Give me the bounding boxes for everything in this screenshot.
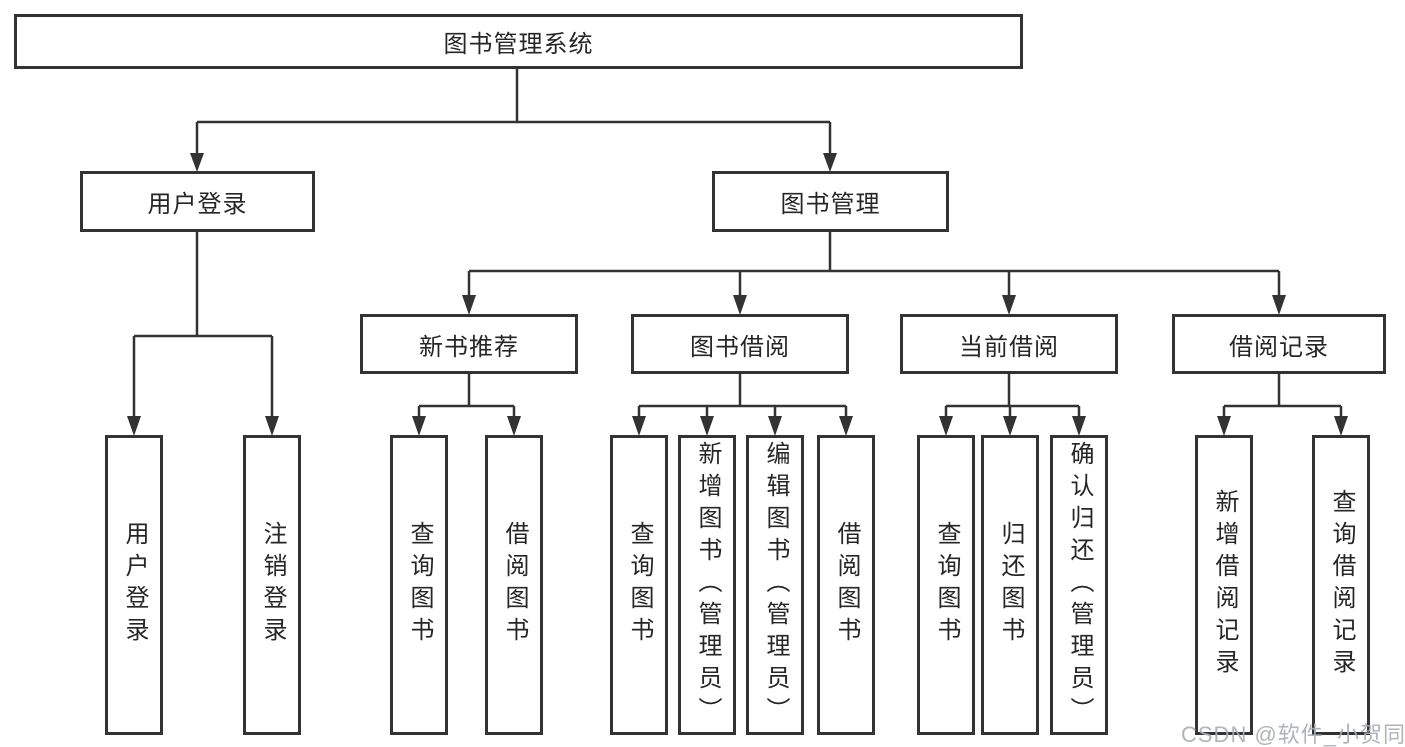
node-borrow-records-label: 借阅记录 <box>1229 333 1329 361</box>
node-root-label: 图书管理系统 <box>443 31 594 58</box>
edge-book-borrow-children <box>637 374 848 419</box>
node-current-borrow-label: 当前借阅 <box>959 333 1059 361</box>
edge-borrow-records-children <box>1222 374 1343 419</box>
leaf-nbr-query-book: 查询图书 <box>390 435 448 735</box>
leaf-logout-label: 注销登录 <box>259 521 286 649</box>
edge-book-management-children <box>467 232 1281 298</box>
leaf-cb-return-book-label: 归还图书 <box>997 521 1024 649</box>
node-book-borrow: 图书借阅 <box>631 314 849 374</box>
leaf-bb-query-book-label: 查询图书 <box>626 521 653 649</box>
leaf-bb-edit-book-admin: 编辑图书（管理员） <box>746 435 804 735</box>
node-current-borrow: 当前借阅 <box>900 314 1118 374</box>
edge-new-book-recommend-children <box>417 374 516 419</box>
leaf-cb-confirm-return-admin-label: 确认归还（管理员） <box>1066 441 1093 729</box>
leaf-logout: 注销登录 <box>243 435 301 735</box>
arrowheads <box>127 153 1348 436</box>
leaf-user-login: 用户登录 <box>105 435 163 735</box>
leaf-bb-edit-book-admin-label: 编辑图书（管理员） <box>762 441 789 729</box>
leaf-nbr-borrow-book-label: 借阅图书 <box>501 521 528 649</box>
node-new-book-recommend: 新书推荐 <box>360 314 578 374</box>
node-root: 图书管理系统 <box>14 14 1023 69</box>
csdn-watermark: CSDN @软件_小贺同学 <box>1181 722 1405 747</box>
leaf-user-login-label: 用户登录 <box>121 521 148 649</box>
leaf-br-add-record-label: 新增借阅记录 <box>1211 489 1238 681</box>
leaf-bb-borrow-book: 借阅图书 <box>817 435 875 735</box>
leaf-bb-borrow-book-label: 借阅图书 <box>833 521 860 649</box>
leaf-cb-confirm-return-admin: 确认归还（管理员） <box>1050 435 1108 735</box>
edge-current-borrow-children <box>944 374 1081 419</box>
node-user-login: 用户登录 <box>80 171 315 232</box>
leaf-cb-query-book: 查询图书 <box>917 435 975 735</box>
node-book-management-label: 图书管理 <box>780 191 881 218</box>
leaf-bb-add-book-admin: 新增图书（管理员） <box>678 435 736 735</box>
leaf-nbr-borrow-book: 借阅图书 <box>485 435 543 735</box>
leaf-cb-query-book-label: 查询图书 <box>933 521 960 649</box>
node-borrow-records: 借阅记录 <box>1172 314 1386 374</box>
node-book-management: 图书管理 <box>712 171 949 232</box>
node-book-borrow-label: 图书借阅 <box>690 333 790 361</box>
leaf-nbr-query-book-label: 查询图书 <box>406 521 433 649</box>
leaf-br-query-record-label: 查询借阅记录 <box>1328 489 1355 681</box>
node-user-login-label: 用户登录 <box>147 191 248 218</box>
leaf-br-add-record: 新增借阅记录 <box>1195 435 1253 735</box>
edge-root-to-level2 <box>195 69 832 157</box>
leaf-br-query-record: 查询借阅记录 <box>1312 435 1370 735</box>
edge-user-login-children <box>132 232 274 418</box>
leaf-bb-query-book: 查询图书 <box>610 435 668 735</box>
leaf-cb-return-book: 归还图书 <box>981 435 1039 735</box>
node-new-book-recommend-label: 新书推荐 <box>419 333 519 361</box>
leaf-bb-add-book-admin-label: 新增图书（管理员） <box>694 441 721 729</box>
